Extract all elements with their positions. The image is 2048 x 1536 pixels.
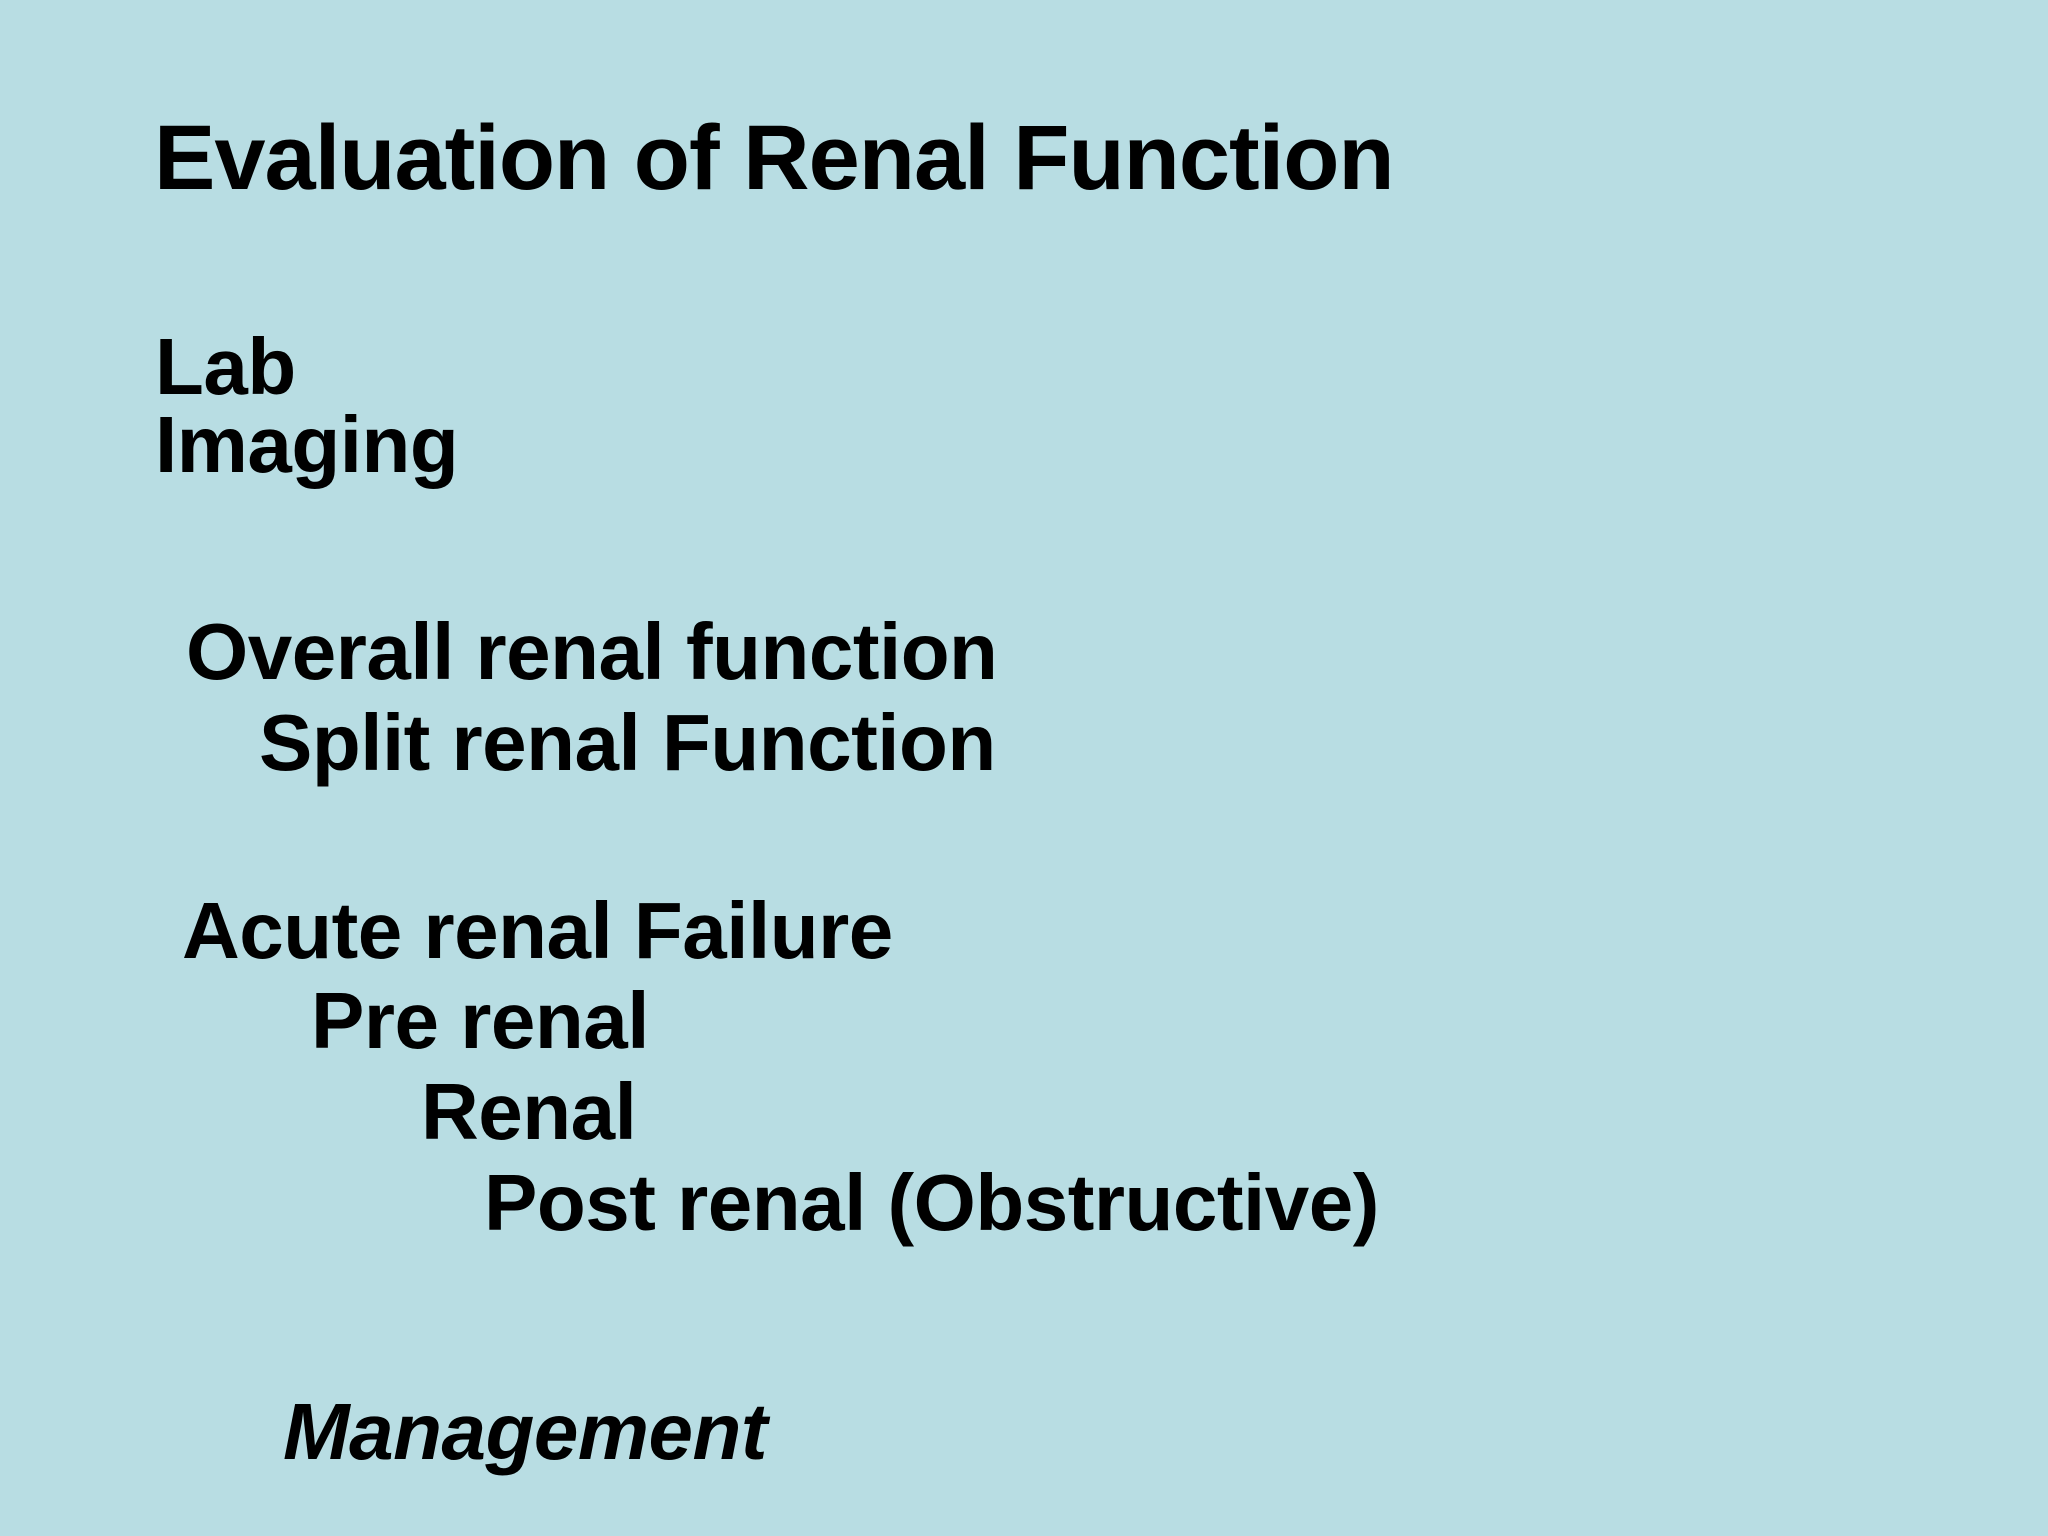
bullet-line-post-renal-obstructive: Post renal (Obstructive): [484, 1158, 1379, 1247]
bullet-line-split-renal-function: Split renal Function: [259, 698, 996, 787]
bullet-line-renal: Renal: [421, 1067, 637, 1156]
bullet-line-acute-renal-failure: Acute renal Failure: [182, 886, 893, 975]
bullet-line-lab: Lab: [155, 322, 296, 411]
slide-title: Evaluation of Renal Function: [154, 107, 1395, 209]
bullet-line-overall-renal-function: Overall renal function: [186, 607, 998, 696]
bullet-line-pre-renal: Pre renal: [311, 976, 649, 1065]
bullet-line-management: Management: [283, 1387, 767, 1476]
bullet-line-imaging: Imaging: [155, 400, 459, 489]
